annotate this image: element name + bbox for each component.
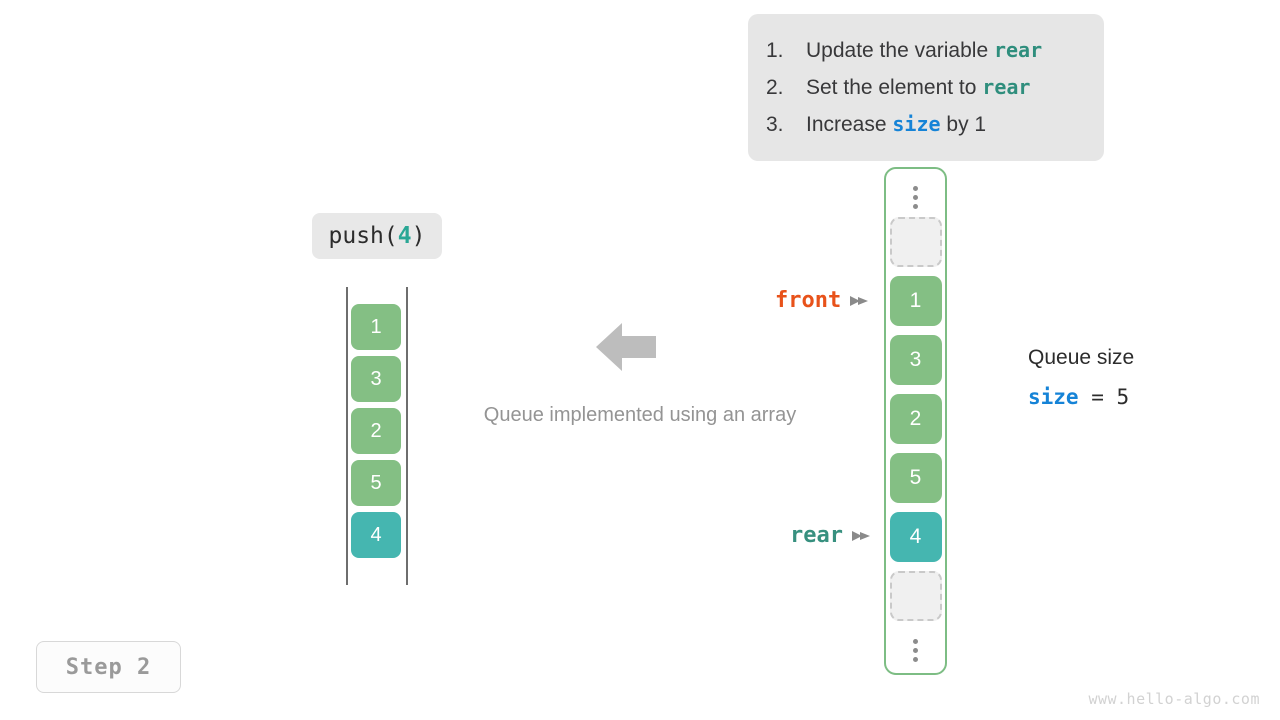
queue-cell: 3 [351, 356, 401, 402]
size-value: 5 [1116, 385, 1130, 409]
operation-close-paren: ) [411, 223, 426, 249]
buffer-cell: 5 [889, 453, 942, 503]
instruction-number: 1. [766, 39, 784, 62]
dot [913, 656, 918, 662]
step-badge: Step 2 [36, 641, 181, 693]
operation-argument: 4 [397, 223, 412, 249]
buffer-cell-new: 4 [889, 512, 942, 562]
rear-pointer: rear [790, 523, 870, 548]
instruction-item: 1. Update the variable rear [766, 32, 1082, 69]
left-queue-cells: 1 3 2 5 4 [351, 304, 401, 564]
queue-rail-right [406, 287, 408, 585]
dot [913, 647, 918, 653]
ellipsis-dots-bottom [913, 630, 918, 670]
instruction-keyword-size: size [892, 112, 941, 136]
instruction-text-pre: Update the variable [806, 39, 994, 62]
size-variable-name: size [1028, 385, 1079, 409]
queue-cell-new: 4 [351, 512, 401, 558]
buffer-cell: 2 [889, 394, 942, 444]
front-pointer: front [775, 288, 869, 313]
instruction-item: 3. Increase size by 1 [766, 106, 1082, 143]
left-queue-diagram: 1 3 2 5 4 [346, 287, 408, 585]
ring-buffer-cells: 1 3 2 5 4 [886, 177, 945, 670]
instruction-text: Increase size by 1 [806, 106, 986, 143]
instruction-text: Set the element to rear [806, 69, 1030, 106]
instruction-text-pre: Set the element to [806, 76, 983, 99]
dot [913, 194, 918, 200]
instruction-text-post: by 1 [940, 113, 987, 136]
instruction-panel: 1. Update the variable rear 2. Set the e… [748, 14, 1104, 161]
arrow-right-icon [851, 529, 870, 543]
operation-label: push(4) [312, 213, 442, 259]
ellipsis-dots-top [913, 177, 918, 217]
queue-cell: 5 [351, 460, 401, 506]
instruction-text-pre: Increase [806, 113, 893, 136]
queue-size-readout: Queue size size = 5 [1028, 343, 1134, 411]
instruction-number: 3. [766, 113, 784, 136]
dot [913, 185, 918, 191]
front-pointer-label: front [775, 288, 842, 313]
dot [913, 638, 918, 644]
instruction-keyword-rear: rear [982, 75, 1031, 99]
watermark: www.hello-algo.com [1088, 690, 1260, 708]
instruction-text: Update the variable rear [806, 32, 1042, 69]
queue-size-expression: size = 5 [1028, 383, 1134, 411]
left-arrow-icon [596, 323, 656, 371]
queue-cell: 2 [351, 408, 401, 454]
buffer-cell-empty [889, 217, 942, 267]
instruction-number: 2. [766, 76, 784, 99]
buffer-cell: 1 [889, 276, 942, 326]
buffer-cell: 3 [889, 335, 942, 385]
instruction-keyword-rear: rear [993, 38, 1043, 62]
arrow-right-icon [850, 294, 869, 308]
dot [913, 203, 918, 209]
ring-buffer-container: 1 3 2 5 4 [884, 167, 947, 675]
diagram-caption: Queue implemented using an array [483, 404, 797, 426]
queue-size-title: Queue size [1028, 346, 1135, 369]
queue-cell: 1 [351, 304, 401, 350]
buffer-cell-empty [889, 571, 942, 621]
size-equals: = [1078, 385, 1117, 409]
queue-rail-left [346, 287, 348, 585]
operation-name: push( [328, 223, 398, 249]
instruction-item: 2. Set the element to rear [766, 69, 1082, 106]
rear-pointer-label: rear [790, 523, 843, 548]
